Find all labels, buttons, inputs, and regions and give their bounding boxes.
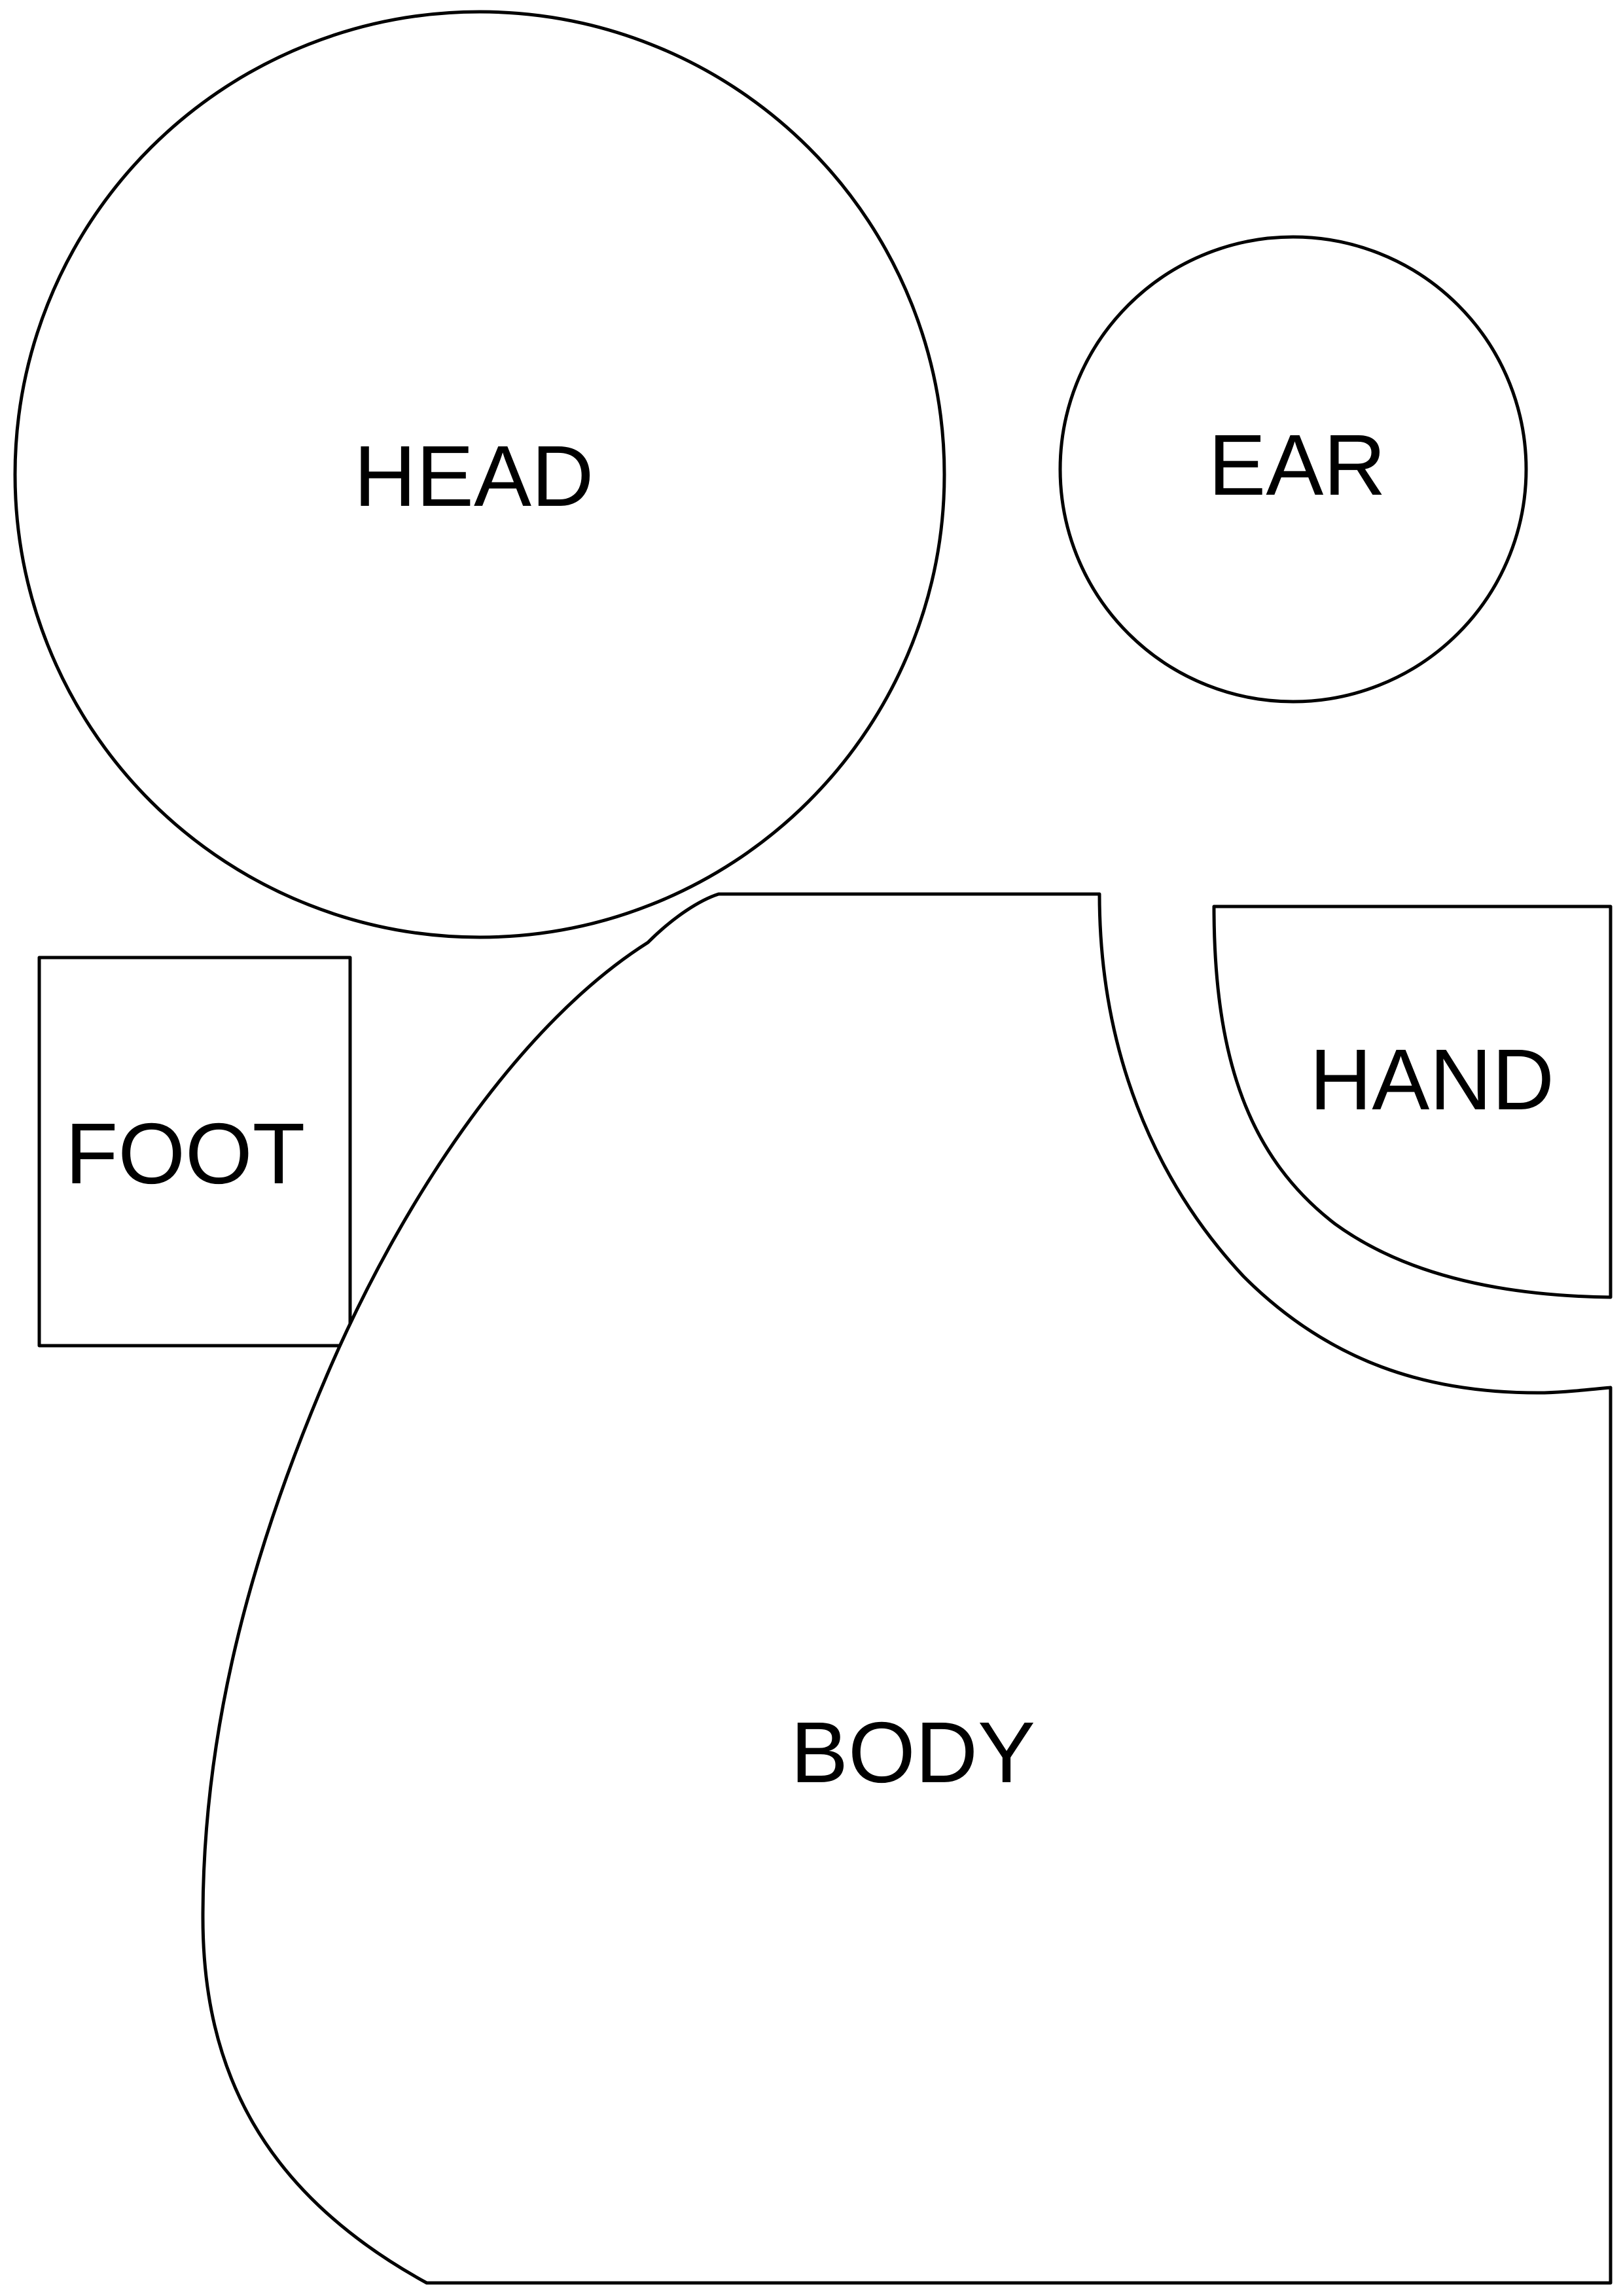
ear-piece: EAR: [1058, 235, 1528, 704]
body-piece: BODY: [201, 892, 1613, 2285]
foot-label: FOOT: [65, 1105, 306, 1202]
head-outline: [13, 10, 946, 939]
hand-piece: HAND: [1212, 905, 1613, 1299]
hand-label: HAND: [1310, 1031, 1554, 1128]
body-label: BODY: [791, 1704, 1035, 1801]
ear-outline: [1058, 235, 1528, 704]
head-piece: HEAD: [13, 10, 946, 939]
foot-piece: FOOT: [37, 956, 352, 1348]
hand-outline: [1212, 905, 1613, 1299]
foot-outline: [37, 956, 352, 1348]
ear-label: EAR: [1208, 417, 1385, 513]
head-label: HEAD: [354, 428, 594, 524]
body-outline: [201, 892, 1613, 2285]
